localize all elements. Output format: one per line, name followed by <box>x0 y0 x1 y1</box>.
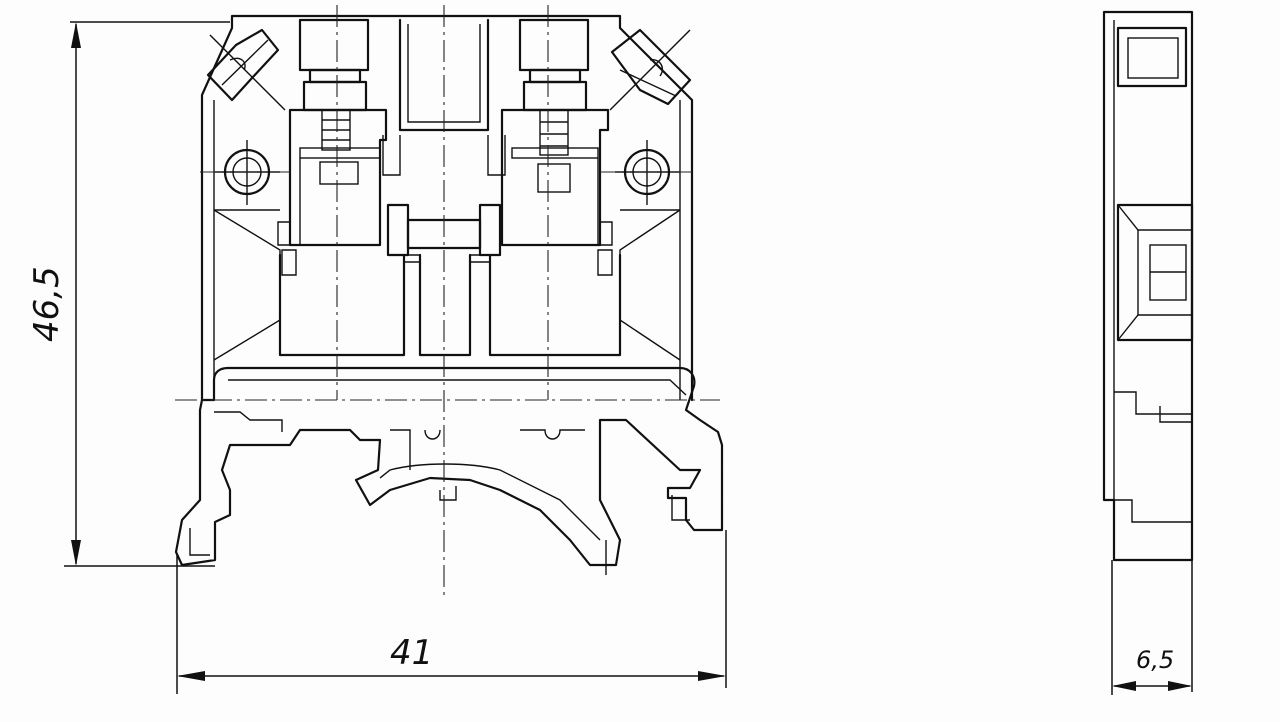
side-width-dimension-label: 6,5 <box>1136 646 1174 674</box>
center-lines <box>175 5 720 600</box>
dimension-side-width: 6,5 <box>1111 560 1193 695</box>
side-top-window <box>1116 26 1188 88</box>
side-outline <box>1102 10 1194 562</box>
front-view: 46,5 41 <box>27 5 727 694</box>
height-dimension-label: 46,5 <box>27 266 67 342</box>
corner-clip-left <box>206 28 286 111</box>
current-bar <box>277 203 613 276</box>
width-dimension-label: 41 <box>390 633 433 673</box>
corner-clip-right <box>609 28 692 111</box>
clamp-right <box>500 108 610 247</box>
wire-entries <box>278 253 622 357</box>
screw-left <box>298 18 370 151</box>
din-rail-foot <box>174 366 724 575</box>
side-view: 6,5 <box>1102 10 1194 695</box>
bevel-right <box>619 209 681 361</box>
dimension-width: 41 <box>176 530 727 694</box>
dimension-height: 46,5 <box>27 21 230 567</box>
housing-outline <box>200 14 694 402</box>
screw-right <box>518 18 590 156</box>
side-entry-window <box>1116 203 1194 342</box>
side-foot <box>1114 391 1192 523</box>
bevel-left <box>213 209 281 361</box>
